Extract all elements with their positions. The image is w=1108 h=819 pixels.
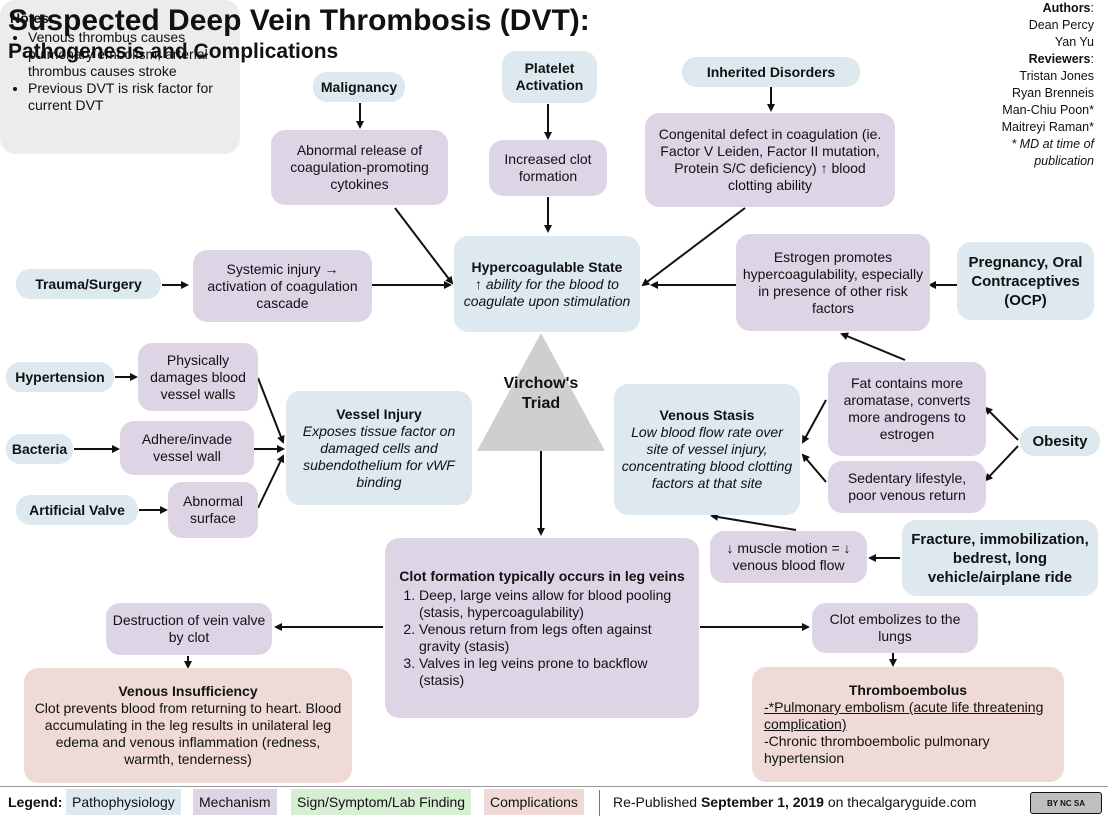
node-clot-formation: Clot formation typically occurs in leg v… xyxy=(385,538,699,718)
thromboembolus-item: -Chronic thromboembolic pulmonary hypert… xyxy=(764,733,990,766)
node-trauma-surgery: Trauma/Surgery xyxy=(16,269,161,299)
legend-sign-symptom: Sign/Symptom/Lab Finding xyxy=(291,789,472,815)
node-vessel-injury: Vessel Injury Exposes tissue factor on d… xyxy=(286,391,472,505)
node-platelet-activation: Platelet Activation xyxy=(502,51,597,103)
clot-item: Venous return from legs often against gr… xyxy=(419,621,687,655)
node-sedentary: Sedentary lifestyle, poor venous return xyxy=(828,461,986,513)
vessel-injury-desc: Exposes tissue factor on damaged cells a… xyxy=(302,422,456,490)
node-thromboembolus: Thromboembolus -*Pulmonary embolism (acu… xyxy=(752,667,1064,782)
venous-insufficiency-desc: Clot prevents blood from returning to he… xyxy=(34,700,342,767)
clot-formation-title: Clot formation typically occurs in leg v… xyxy=(399,567,685,584)
thromboembolus-item: -*Pulmonary embolism (acute life threate… xyxy=(764,699,1044,732)
republished-suffix: on thecalgaryguide.com xyxy=(827,794,977,810)
legend-mechanism: Mechanism xyxy=(193,789,277,815)
cc-license-icon: BY NC SA xyxy=(1030,792,1102,814)
notes-panel: Notes: Venous thrombus causes pulmonary … xyxy=(0,0,240,154)
reviewer-name: Maitreyi Raman* xyxy=(1001,120,1094,134)
node-systemic-injury: Systemic injury → activation of coagulat… xyxy=(193,250,372,322)
node-fracture: Fracture, immobilization, bedrest, long … xyxy=(902,520,1098,596)
hypercoag-title: Hypercoagulable State xyxy=(471,258,623,275)
arrow xyxy=(257,377,285,444)
vessel-injury-title: Vessel Injury xyxy=(336,405,422,422)
author-name: Dean Percy xyxy=(1028,18,1094,32)
arrow xyxy=(394,207,454,285)
clot-item: Deep, large veins allow for blood poolin… xyxy=(419,587,687,621)
arrow xyxy=(984,445,1019,482)
node-destruction: Destruction of vein valve by clot xyxy=(106,603,272,655)
legend-divider xyxy=(599,790,600,816)
legend-bar xyxy=(0,786,1108,819)
note-item: Venous thrombus causes pulmonary embolis… xyxy=(28,29,230,80)
node-bacteria: Bacteria xyxy=(6,434,73,464)
node-fat-contains: Fat contains more aromatase, converts mo… xyxy=(828,362,986,456)
arrow xyxy=(840,332,906,361)
arrow xyxy=(801,453,827,483)
authors-label: Authors xyxy=(1042,1,1091,15)
credits-note: * MD at time of publication xyxy=(1011,137,1094,168)
node-physically-damages: Physically damages blood vessel walls xyxy=(138,343,258,411)
virchow-triangle xyxy=(477,333,605,451)
node-abnormal-surface: Abnormal surface xyxy=(168,482,258,538)
node-adhere-invade: Adhere/invade vessel wall xyxy=(120,421,254,475)
reviewers-label: Reviewers xyxy=(1028,52,1091,66)
arrow xyxy=(257,454,285,509)
author-name: Yan Yu xyxy=(1054,35,1094,49)
arrow xyxy=(710,513,797,531)
hypercoag-desc: ↑ ability for the blood to coagulate upo… xyxy=(463,275,631,309)
node-malignancy: Malignancy xyxy=(313,72,405,102)
node-venous-stasis: Venous Stasis Low blood flow rate over s… xyxy=(614,384,800,515)
venous-stasis-desc: Low blood flow rate over site of vessel … xyxy=(621,424,793,491)
arrow xyxy=(641,207,746,287)
node-clot-embolizes: Clot embolizes to the lungs xyxy=(812,603,978,653)
reviewer-name: Ryan Brenneis xyxy=(1012,86,1094,100)
notes-heading: Notes: xyxy=(10,10,54,26)
node-congenital-defect: Congenital defect in coagulation (ie. Fa… xyxy=(645,113,895,207)
legend-pathophysiology: Pathophysiology xyxy=(66,789,181,815)
venous-insufficiency-title: Venous Insufficiency xyxy=(118,683,258,699)
venous-stasis-title: Venous Stasis xyxy=(659,407,755,423)
arrow xyxy=(802,399,827,444)
reviewer-name: Man-Chiu Poon* xyxy=(1002,103,1094,117)
republished-note: Re-Published September 1, 2019 on thecal… xyxy=(607,789,982,815)
page-subtitle: Pathogenesis and Complications xyxy=(8,40,339,63)
node-muscle-motion: ↓ muscle motion = ↓ venous blood flow xyxy=(710,531,867,583)
note-item: Previous DVT is risk factor for current … xyxy=(28,80,230,114)
arrow xyxy=(984,406,1019,441)
thromboembolus-title: Thromboembolus xyxy=(848,682,968,698)
node-abnormal-release: Abnormal release of coagulation-promotin… xyxy=(271,130,448,205)
credits: Authors: Dean Percy Yan Yu Reviewers: Tr… xyxy=(982,0,1094,170)
virchow-triad-label: Virchow's Triad xyxy=(503,375,579,412)
node-artificial-valve: Artificial Valve xyxy=(16,495,138,525)
cc-license-text: BY NC SA xyxy=(1046,798,1086,808)
republished-date: September 1, 2019 xyxy=(700,794,824,810)
node-hypercoagulable-state: Hypercoagulable State ↑ ability for the … xyxy=(454,236,640,332)
reviewer-name: Tristan Jones xyxy=(1019,69,1094,83)
node-inherited-disorders: Inherited Disorders xyxy=(682,57,860,87)
republished-prefix: Re-Published xyxy=(613,794,698,810)
node-estrogen: Estrogen promotes hypercoagulability, es… xyxy=(736,234,930,331)
node-increased-clot: Increased clot formation xyxy=(489,140,607,196)
legend-complications: Complications xyxy=(484,789,584,815)
legend-label: Legend: xyxy=(8,794,63,810)
page-title: Suspected Deep Vein Thrombosis (DVT): xyxy=(8,4,590,37)
node-hypertension: Hypertension xyxy=(6,362,114,392)
clot-item: Valves in leg veins prone to backflow (s… xyxy=(419,655,687,689)
node-pregnancy: Pregnancy, Oral Contraceptives (OCP) xyxy=(957,242,1094,320)
node-venous-insufficiency: Venous Insufficiency Clot prevents blood… xyxy=(24,668,352,783)
node-obesity: Obesity xyxy=(1020,426,1100,456)
